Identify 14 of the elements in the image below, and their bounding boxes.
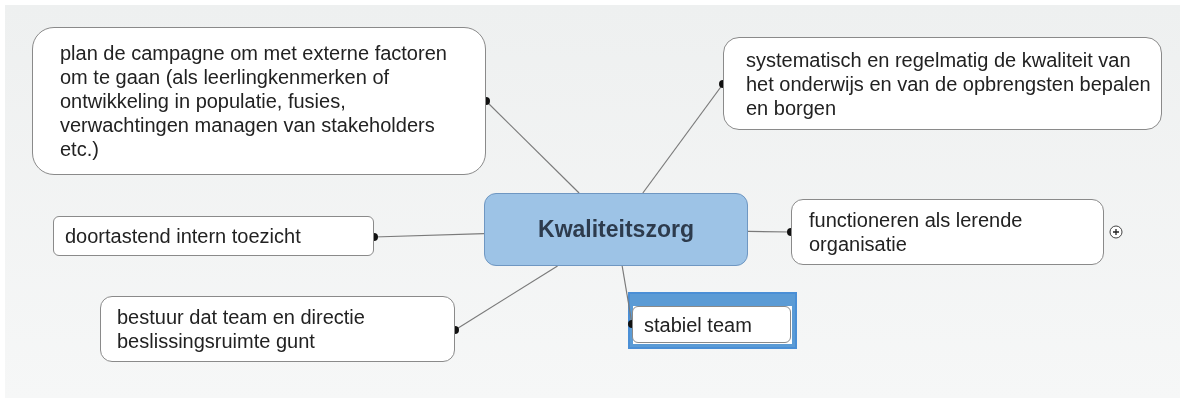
- subtopic-box: [632, 306, 791, 343]
- topic-text: doortastend intern toezicht: [65, 224, 302, 248]
- subtopic-box: [723, 37, 1162, 130]
- subtopic-box: [53, 216, 374, 256]
- topic-text: bestuur dat team en directie beslissingsruimte gunt: [117, 305, 366, 353]
- subtopic-box: [791, 199, 1104, 265]
- central-topic-box: [484, 193, 748, 266]
- topic-text: systematisch en regelmatig de kwaliteit van het onderwijs en van de opbrengsten bepalen en borgen: [746, 47, 1152, 120]
- topic-text: plan de campagne om met externe factoren om te gaan (als leerlingkenmerken of ontwikkeling in populatie, fusies, verwachtingen managen van stakeholders etc.): [60, 41, 448, 161]
- topic-text: Kwaliteitszorg: [537, 215, 695, 245]
- subtopic-box: [100, 296, 455, 362]
- subtopic-box: [32, 27, 486, 175]
- topic-text: stabiel team: [644, 312, 753, 337]
- topic-text: functioneren als lerende organisatie: [809, 208, 1024, 256]
